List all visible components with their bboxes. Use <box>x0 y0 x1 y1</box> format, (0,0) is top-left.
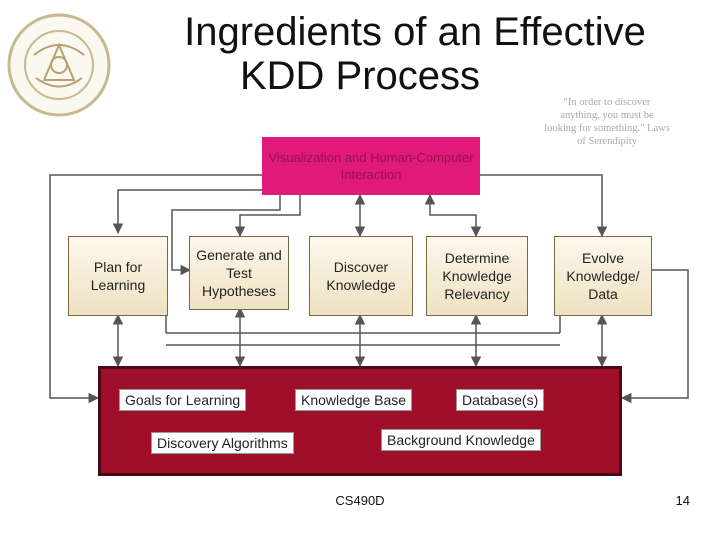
slide-title: Ingredients of an Effective KDD Process <box>120 10 680 98</box>
generate-test-hypotheses-box: Generate and Test Hypotheses <box>189 236 289 310</box>
background-knowledge-chip: Background Knowledge <box>381 429 541 451</box>
page-number: 14 <box>675 493 690 508</box>
serendipity-quote: "In order to discover anything, you must… <box>544 97 670 147</box>
databases-chip: Database(s) <box>456 389 545 411</box>
evolve-knowledge-data-box: Evolve Knowledge/ Data <box>554 236 652 316</box>
knowledge-base-chip: Knowledge Base <box>295 389 413 411</box>
title-line-2: KDD Process <box>239 54 481 98</box>
plan-for-learning-box: Plan for Learning <box>68 236 168 316</box>
title-line-1: Ingredients of an Effective <box>184 10 646 54</box>
course-code-footer: CS490D <box>335 493 385 508</box>
discovery-algorithms-chip: Discovery Algorithms <box>151 432 294 454</box>
knowledge-base-panel: Goals for Learning Knowledge Base Databa… <box>98 366 622 476</box>
determine-knowledge-relevancy-box: Determine Knowledge Relevancy <box>426 236 528 316</box>
university-seal-logo <box>4 10 114 120</box>
visualization-hci-box: Visualization and Human-Computer Interac… <box>262 137 480 195</box>
discover-knowledge-box: Discover Knowledge <box>309 236 413 316</box>
goals-for-learning-chip: Goals for Learning <box>119 389 247 411</box>
